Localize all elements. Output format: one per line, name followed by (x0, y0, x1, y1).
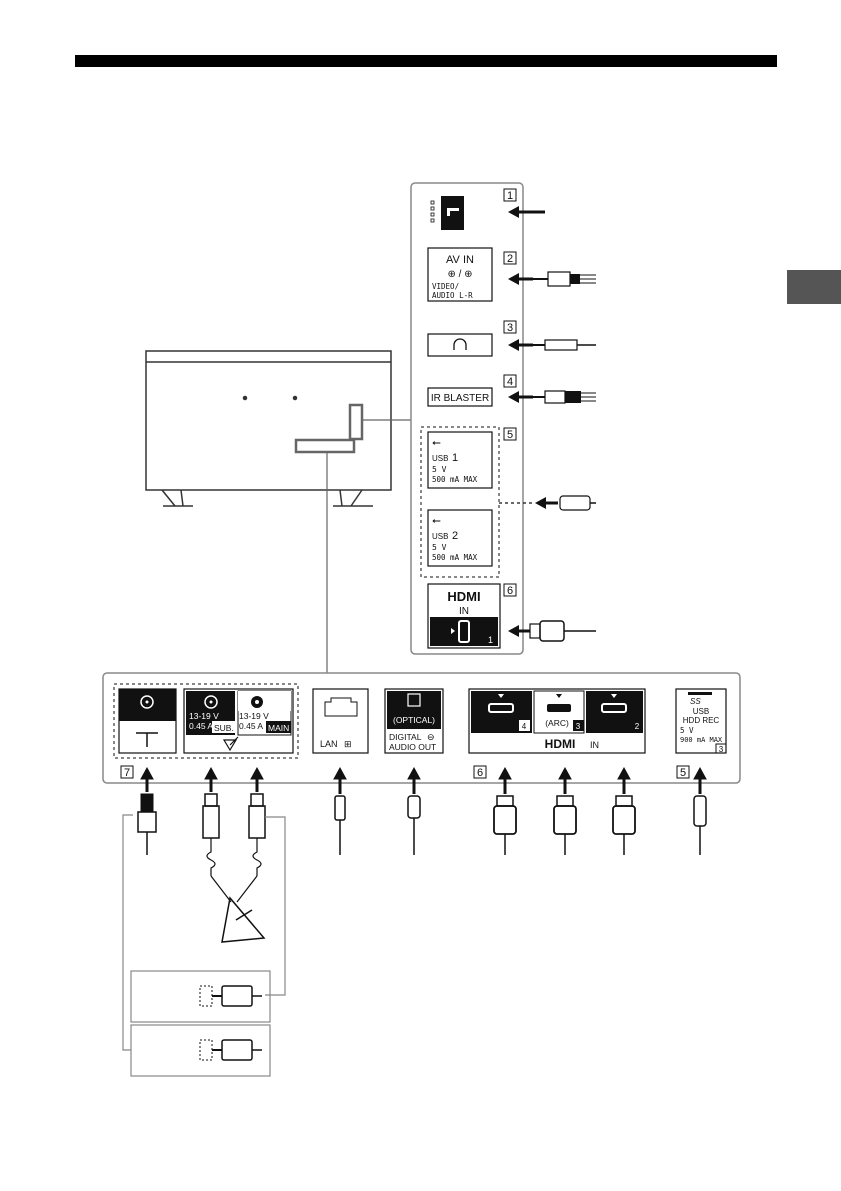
svg-text:USB: USB (432, 454, 448, 463)
svg-text:HDD REC: HDD REC (683, 716, 720, 725)
svg-text:LAN: LAN (320, 739, 338, 749)
usb-icon: ⭠ (432, 515, 441, 527)
svg-text:7: 7 (124, 767, 130, 779)
svg-text:13-19 V: 13-19 V (239, 711, 269, 721)
svg-text:13-19 V: 13-19 V (189, 711, 219, 721)
svg-text:5 V: 5 V (680, 726, 694, 735)
svg-text:5 V: 5 V (432, 465, 447, 474)
ir-blaster-port: IR BLASTER (428, 388, 492, 406)
side-panel-numbers: 1 2 3 4 5 6 (504, 189, 516, 597)
number-3: 3 (507, 322, 513, 334)
usb-icon: ⭠ (432, 437, 441, 449)
satellite-ports: 13-19 V 0.45 A 13-19 V 0.45 A SUB. MAIN (184, 689, 293, 753)
svg-text:3: 3 (719, 745, 724, 754)
svg-text:4: 4 (522, 722, 527, 731)
svg-text:0.45 A: 0.45 A (189, 721, 213, 731)
headphone-cable (508, 339, 596, 351)
svg-text:SS: SS (690, 697, 701, 706)
headphone-icon (454, 339, 466, 350)
svg-text:USB: USB (693, 707, 709, 716)
hdmi1-port: HDMI IN 1 (428, 584, 500, 648)
svg-text:900 mA MAX: 900 mA MAX (680, 736, 723, 744)
arrow-1 (508, 206, 545, 218)
svg-text:500 mA MAX: 500 mA MAX (432, 553, 478, 562)
svg-text:AV IN: AV IN (446, 254, 474, 266)
svg-text:5: 5 (680, 767, 686, 779)
svg-text:1: 1 (452, 452, 458, 464)
svg-text:2: 2 (452, 530, 458, 542)
number-4: 4 (507, 376, 513, 388)
svg-text:AUDIO L-R: AUDIO L-R (432, 291, 473, 300)
tv-rear-view (146, 351, 391, 506)
lan-port: LAN ⊞ (313, 689, 368, 753)
av-cable (508, 272, 596, 286)
bottom-arrows (138, 768, 706, 942)
satellite-dish-icon (224, 737, 238, 750)
number-5: 5 (507, 429, 513, 441)
svg-text:HDMI: HDMI (447, 589, 480, 604)
svg-text:SUB.: SUB. (214, 723, 234, 733)
svg-text:MAIN: MAIN (268, 723, 289, 733)
audio-out-icon: ⊖ (427, 732, 435, 742)
hdmi-ports: 4 (ARC) 3 2 HDMI IN (469, 689, 645, 753)
svg-text:VIDEO/: VIDEO/ (432, 282, 459, 291)
satellite-dish-icon (222, 898, 264, 942)
svg-text:IN: IN (459, 606, 469, 617)
ir-plug-icon (508, 391, 596, 403)
svg-text:IN: IN (590, 740, 599, 750)
antenna-port (119, 689, 176, 753)
svg-text:HDMI: HDMI (545, 737, 576, 751)
usb3-port: SS USB HDD REC 5 V 900 mA MAX 3 (676, 689, 726, 754)
hdmi1-cable (508, 621, 596, 641)
number-2: 2 (507, 253, 513, 265)
svg-text:USB: USB (432, 532, 448, 541)
svg-text:DIGITAL: DIGITAL (389, 732, 422, 742)
svg-text:(ARC): (ARC) (545, 718, 569, 728)
svg-text:(OPTICAL): (OPTICAL) (393, 715, 435, 725)
usb-cable (499, 496, 596, 510)
svg-text:2: 2 (635, 722, 640, 731)
number-6: 6 (507, 585, 513, 597)
svg-text:5 V: 5 V (432, 543, 447, 552)
svg-text:6: 6 (477, 767, 483, 779)
svg-text:1: 1 (488, 635, 493, 645)
antenna-icon (136, 733, 158, 747)
svg-text:AUDIO OUT: AUDIO OUT (389, 742, 436, 752)
headphone-port (428, 334, 492, 356)
svg-text:⊕ / ⊕: ⊕ / ⊕ (447, 269, 472, 280)
card-slot-icon (431, 196, 464, 230)
svg-text:500 mA MAX: 500 mA MAX (432, 475, 478, 484)
svg-text:3: 3 (576, 722, 581, 731)
svg-text:IR BLASTER: IR BLASTER (431, 393, 489, 404)
lan-icon: ⊞ (344, 739, 352, 749)
svg-text:0.45 A: 0.45 A (239, 721, 263, 731)
usb2-port: ⭠ USB 2 5 V 500 mA MAX (428, 510, 492, 566)
optical-port: (OPTICAL) DIGITAL AUDIO OUT ⊖ (385, 689, 443, 753)
av-in-port: AV IN ⊕ / ⊕ VIDEO/ AUDIO L-R (428, 248, 492, 301)
usb1-port: ⭠ USB 1 5 V 500 mA MAX (428, 432, 492, 488)
number-1: 1 (507, 190, 513, 202)
